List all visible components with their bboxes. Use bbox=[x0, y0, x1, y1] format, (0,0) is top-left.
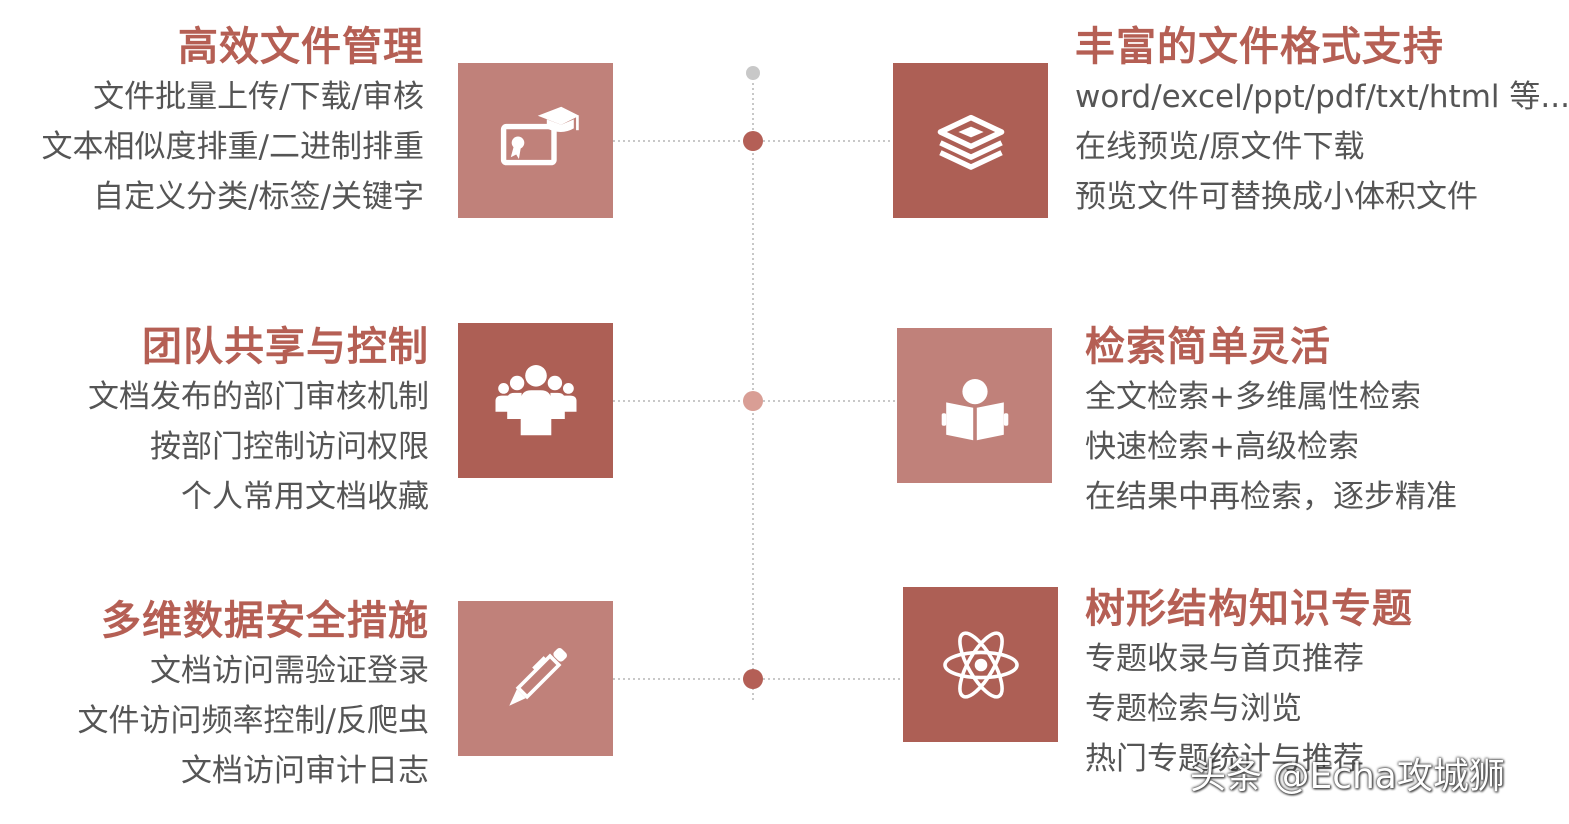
feature-line: 预览文件可替换成小体积文件 bbox=[1075, 179, 1478, 215]
timeline-top-dot bbox=[746, 66, 760, 80]
feature-tile-file-formats bbox=[893, 63, 1048, 218]
feature-line: 文档发布的部门审核机制 bbox=[88, 379, 429, 415]
watermark: 头条 @Echa攻城狮 bbox=[1190, 756, 1505, 797]
atom-icon bbox=[942, 630, 1019, 699]
feature-line: 文件批量上传/下载/审核 bbox=[93, 79, 424, 115]
feature-line: word/excel/ppt/pdf/txt/html 等... bbox=[1075, 79, 1569, 115]
pen-icon bbox=[508, 647, 567, 706]
person-reading-book-icon bbox=[941, 378, 1008, 440]
feature-line: 在线预览/原文件下载 bbox=[1075, 129, 1365, 165]
feature-block-knowledge-topics: 树形结构知识专题 专题收录与首页推荐 专题检索与浏览 热门专题统计与推荐 bbox=[1085, 584, 1413, 784]
feature-line: 文档访问审计日志 bbox=[181, 753, 429, 789]
feature-tile-data-security bbox=[458, 601, 613, 756]
feature-block-team-sharing: 团队共享与控制 文档发布的部门审核机制 按部门控制访问权限 个人常用文档收藏 bbox=[88, 322, 429, 522]
feature-line: 文档访问需验证登录 bbox=[150, 653, 429, 689]
feature-line: 在结果中再检索，逐步精准 bbox=[1085, 479, 1457, 515]
timeline-dot-row-1 bbox=[743, 131, 763, 151]
timeline-dot-row-2 bbox=[743, 391, 763, 411]
stacked-layers-icon bbox=[937, 114, 1004, 170]
feature-block-search: 检索简单灵活 全文检索+多维属性检索 快速检索+高级检索 在结果中再检索，逐步精… bbox=[1085, 322, 1457, 522]
feature-line: 专题检索与浏览 bbox=[1085, 691, 1302, 727]
diploma-graduation-cap-icon bbox=[500, 106, 579, 165]
feature-title: 多维数据安全措施 bbox=[101, 598, 429, 644]
feature-block-file-formats: 丰富的文件格式支持 word/excel/ppt/pdf/txt/html 等.… bbox=[1075, 22, 1569, 222]
feature-title: 检索简单灵活 bbox=[1085, 324, 1331, 370]
feature-tile-team-sharing bbox=[458, 323, 613, 478]
feature-title: 团队共享与控制 bbox=[142, 324, 429, 370]
feature-title: 丰富的文件格式支持 bbox=[1075, 24, 1444, 70]
feature-line: 全文检索+多维属性检索 bbox=[1085, 379, 1421, 415]
feature-line: 文本相似度排重/二进制排重 bbox=[41, 129, 424, 165]
timeline-dot-row-3 bbox=[743, 669, 763, 689]
team-people-icon bbox=[495, 364, 576, 435]
feature-title: 高效文件管理 bbox=[178, 24, 424, 70]
feature-line: 文件访问频率控制/反爬虫 bbox=[77, 703, 429, 739]
feature-title: 树形结构知识专题 bbox=[1085, 586, 1413, 632]
feature-block-data-security: 多维数据安全措施 文档访问需验证登录 文件访问频率控制/反爬虫 文档访问审计日志 bbox=[78, 596, 429, 796]
feature-line: 个人常用文档收藏 bbox=[181, 479, 429, 515]
feature-line: 热门专题统计与推荐 bbox=[1085, 741, 1364, 777]
feature-tile-search bbox=[897, 328, 1052, 483]
feature-block-file-management: 高效文件管理 文件批量上传/下载/审核 文本相似度排重/二进制排重 自定义分类/… bbox=[42, 22, 424, 222]
feature-line: 快速检索+高级检索 bbox=[1085, 429, 1359, 465]
feature-line: 按部门控制访问权限 bbox=[150, 429, 429, 465]
feature-tile-knowledge-topics bbox=[903, 587, 1058, 742]
feature-line: 自定义分类/标签/关键字 bbox=[93, 179, 424, 215]
feature-line: 专题收录与首页推荐 bbox=[1085, 641, 1364, 677]
feature-tile-file-management bbox=[458, 63, 613, 218]
